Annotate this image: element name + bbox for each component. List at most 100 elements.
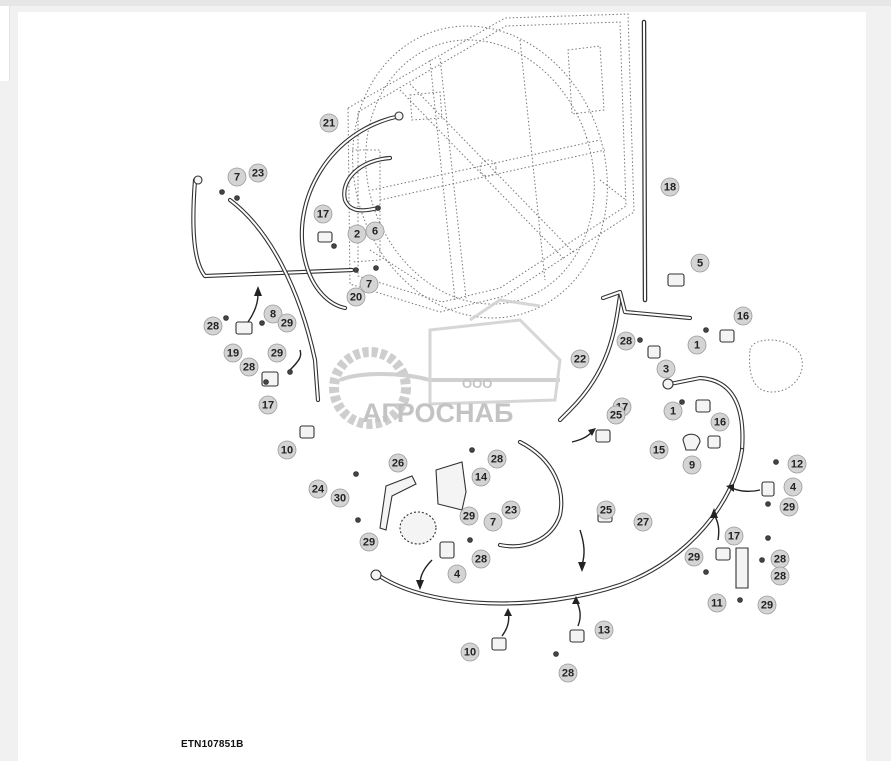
callout-29: 29 — [459, 506, 479, 526]
callout-number: 15 — [653, 445, 665, 457]
callout-number: 28 — [491, 454, 503, 466]
callout-number: 10 — [281, 445, 293, 457]
callout-circle — [501, 500, 521, 520]
callout-circle — [724, 526, 744, 546]
callout-circle — [570, 349, 590, 369]
callout-circle — [483, 512, 503, 532]
callout-number: 12 — [791, 459, 803, 471]
document-code: ETN107851B — [181, 739, 244, 750]
callout-circle — [447, 564, 467, 584]
callout-number: 23 — [252, 168, 264, 180]
callout-8: 8 — [263, 304, 283, 324]
callout-number: 8 — [270, 309, 276, 321]
callout-4: 4 — [783, 477, 803, 497]
callout-circle — [594, 620, 614, 640]
callout-1: 1 — [687, 335, 707, 355]
callout-number: 18 — [664, 182, 676, 194]
callout-22: 22 — [570, 349, 590, 369]
callout-number: 20 — [350, 292, 362, 304]
callout-number: 17 — [728, 531, 740, 543]
callout-circle — [656, 359, 676, 379]
callout-10: 10 — [460, 642, 480, 662]
callout-circle — [277, 440, 297, 460]
callout-circle — [227, 167, 247, 187]
callout-circle — [606, 405, 626, 425]
callout-7: 7 — [227, 167, 247, 187]
callout-circle — [347, 224, 367, 244]
callout-23: 23 — [501, 500, 521, 520]
callout-11: 11 — [707, 593, 727, 613]
callout-number: 29 — [783, 502, 795, 514]
callout-circle — [459, 506, 479, 526]
callout-number: 26 — [392, 458, 404, 470]
callout-21: 21 — [319, 113, 339, 133]
callout-circle — [330, 488, 350, 508]
fan-frame-drawing — [347, 13, 635, 319]
callout-circle — [633, 512, 653, 532]
callout-number: 4 — [790, 482, 797, 494]
callout-17: 17 — [313, 204, 333, 224]
callout-number: 2 — [354, 229, 360, 241]
callout-circle — [687, 335, 707, 355]
callout-number: 6 — [372, 226, 378, 238]
callout-12: 12 — [787, 454, 807, 474]
callout-7: 7 — [483, 512, 503, 532]
callout-number: 28 — [207, 321, 219, 333]
callout-circle — [388, 453, 408, 473]
callout-number: 10 — [464, 647, 476, 659]
callout-circle — [313, 204, 333, 224]
callout-number: 25 — [610, 410, 622, 422]
callout-10: 10 — [277, 440, 297, 460]
hose-lines — [191, 113, 745, 606]
callout-number: 16 — [714, 417, 726, 429]
callout-number: 29 — [271, 348, 283, 360]
callout-circle — [779, 497, 799, 517]
callout-circle — [616, 331, 636, 351]
callout-number: 9 — [689, 460, 695, 472]
callout-circle — [733, 306, 753, 326]
callout-number: 7 — [490, 517, 496, 529]
callout-29: 29 — [779, 497, 799, 517]
callout-number: 4 — [454, 569, 461, 581]
callout-circle — [787, 454, 807, 474]
callout-23: 23 — [248, 163, 268, 183]
callout-30: 30 — [330, 488, 350, 508]
callout-25: 25 — [606, 405, 626, 425]
callout-28: 28 — [770, 566, 790, 586]
callout-circle — [359, 532, 379, 552]
callout-28: 28 — [239, 357, 259, 377]
callout-number: 22 — [574, 354, 586, 366]
callout-6: 6 — [365, 221, 385, 241]
callout-number: 11 — [711, 598, 723, 610]
callout-circle — [649, 440, 669, 460]
callout-number: 21 — [323, 118, 335, 130]
callout-15: 15 — [649, 440, 669, 460]
callout-28: 28 — [471, 549, 491, 569]
callout-24: 24 — [308, 479, 328, 499]
callout-number: 17 — [262, 400, 274, 412]
callout-number: 27 — [637, 517, 649, 529]
callout-28: 28 — [487, 449, 507, 469]
callout-number: 29 — [688, 552, 700, 564]
callout-18: 18 — [660, 177, 680, 197]
callout-number: 29 — [363, 537, 375, 549]
callout-circle — [359, 274, 379, 294]
callout-27: 27 — [633, 512, 653, 532]
callout-circle — [248, 163, 268, 183]
callout-circle — [471, 549, 491, 569]
callout-circle — [308, 479, 328, 499]
callout-circle — [223, 343, 243, 363]
watermark-logo: ООО АГРОСНАБ — [329, 298, 562, 429]
callout-number: 30 — [334, 493, 346, 505]
callout-number: 25 — [600, 505, 612, 517]
callout-29: 29 — [267, 343, 287, 363]
callout-number: 23 — [505, 505, 517, 517]
callout-circle — [663, 401, 683, 421]
callout-circle — [346, 287, 366, 307]
callout-number: 16 — [737, 311, 749, 323]
callout-number: 28 — [774, 554, 786, 566]
callout-9: 9 — [682, 455, 702, 475]
watermark-name: АГРОСНАБ — [362, 398, 513, 428]
callout-number: 29 — [281, 318, 293, 330]
callout-circle — [710, 412, 730, 432]
